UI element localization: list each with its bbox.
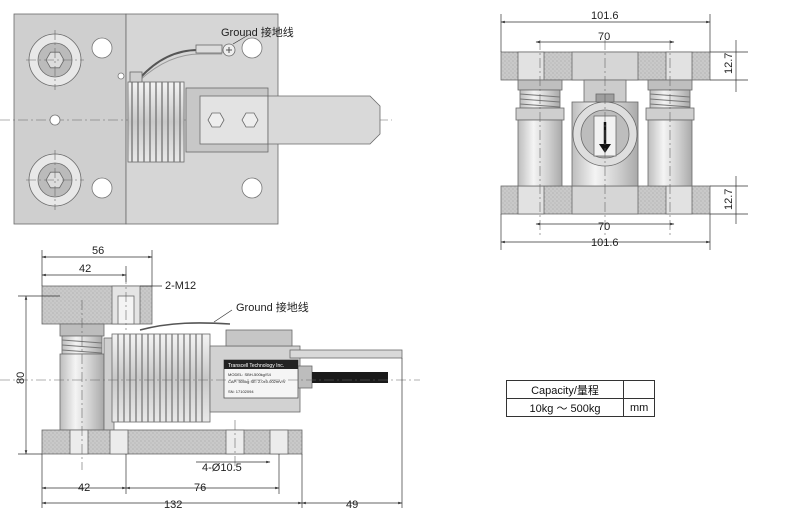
- nameplate-model: MODEL: SBH-500kg/S4: [228, 372, 272, 377]
- top-bellows: [127, 81, 185, 163]
- side-view: Transcell Technology Inc. MODEL: SBH-500…: [0, 245, 420, 511]
- capacity-range: 10kg ～ 500kg: [506, 398, 624, 417]
- top-view: Ground 接地线: [0, 13, 392, 225]
- front-top-plate-bore-left: [517, 51, 545, 81]
- side-cable: [312, 372, 388, 383]
- side-ground-leader: [213, 309, 233, 323]
- side-holes-label: 4-Ø10.5: [202, 462, 242, 474]
- side-dim-49-label: 49: [346, 499, 358, 511]
- side-ground-wire: [139, 322, 231, 331]
- top-load-arm: [267, 95, 381, 145]
- front-view: 101.6 70 70 101.6 12.7 12.7: [500, 10, 748, 250]
- side-dim-42-top-label: 42: [79, 263, 91, 275]
- front-bottom-plate-bore-right: [665, 185, 693, 215]
- nameplate-cap: CAP: 500kg SE: 2.0±0.002mV/V: [228, 379, 286, 384]
- nameplate-sn: SN: 17102094: [228, 389, 254, 394]
- front-bottom-plate-bore-left: [517, 185, 545, 215]
- front-dim-101-bottom-label: 101.6: [591, 237, 619, 249]
- capacity-unit: mm: [622, 398, 656, 417]
- front-dim-12-bottom-label: 12.7: [723, 189, 735, 210]
- front-dim-70-bottom-label: 70: [598, 221, 610, 233]
- front-dim-70-top-label: 70: [598, 31, 610, 43]
- top-hole-3: [241, 37, 263, 59]
- top-hole-2: [91, 177, 113, 199]
- top-clamp-bolt-1: [207, 112, 225, 128]
- capacity-header-blank: [622, 380, 656, 399]
- side-dim-76-label: 76: [194, 482, 206, 494]
- side-dim-132-label: 132: [164, 499, 182, 511]
- side-dim-42-bottom-label: 42: [78, 482, 90, 494]
- top-ground-lug: [195, 44, 223, 54]
- top-hole-4: [241, 177, 263, 199]
- front-dim-101-top-label: 101.6: [591, 10, 619, 22]
- top-hole-small: [49, 114, 61, 126]
- capacity-table-row-range: 10kg ～ 500kg mm: [506, 398, 656, 417]
- side-dim-80-label: 80: [15, 372, 27, 384]
- side-dim-56-label: 56: [92, 245, 104, 257]
- side-base-hole-2: [109, 429, 129, 455]
- capacity-table-row-header: Capacity/量程: [506, 380, 656, 399]
- capacity-header: Capacity/量程: [506, 380, 624, 399]
- side-sensor-top-block: [225, 329, 293, 347]
- top-hole-1: [91, 37, 113, 59]
- front-dim-12-top-label: 12.7: [723, 53, 735, 74]
- nameplate-brand: Transcell Technology Inc.: [228, 363, 284, 369]
- side-nameplate: Transcell Technology Inc. MODEL: SBH-500…: [223, 359, 299, 399]
- capacity-table: Capacity/量程 10kg ～ 500kg mm: [506, 380, 656, 417]
- top-ground-leader: [232, 33, 251, 45]
- top-clamp-bolt-2: [241, 112, 259, 128]
- side-base-hole-4: [269, 429, 289, 455]
- side-cable-gland: [297, 365, 313, 389]
- side-bellows: [111, 333, 211, 423]
- side-load-arm: [289, 349, 403, 359]
- side-thread-label: 2-M12: [165, 280, 196, 292]
- top-wire-end: [129, 71, 143, 83]
- side-base-hole-1: [69, 429, 89, 455]
- side-ground-label: Ground 接地线: [236, 300, 309, 314]
- top-ground-label: Ground 接地线: [221, 25, 294, 39]
- top-hole-tiny: [117, 72, 125, 80]
